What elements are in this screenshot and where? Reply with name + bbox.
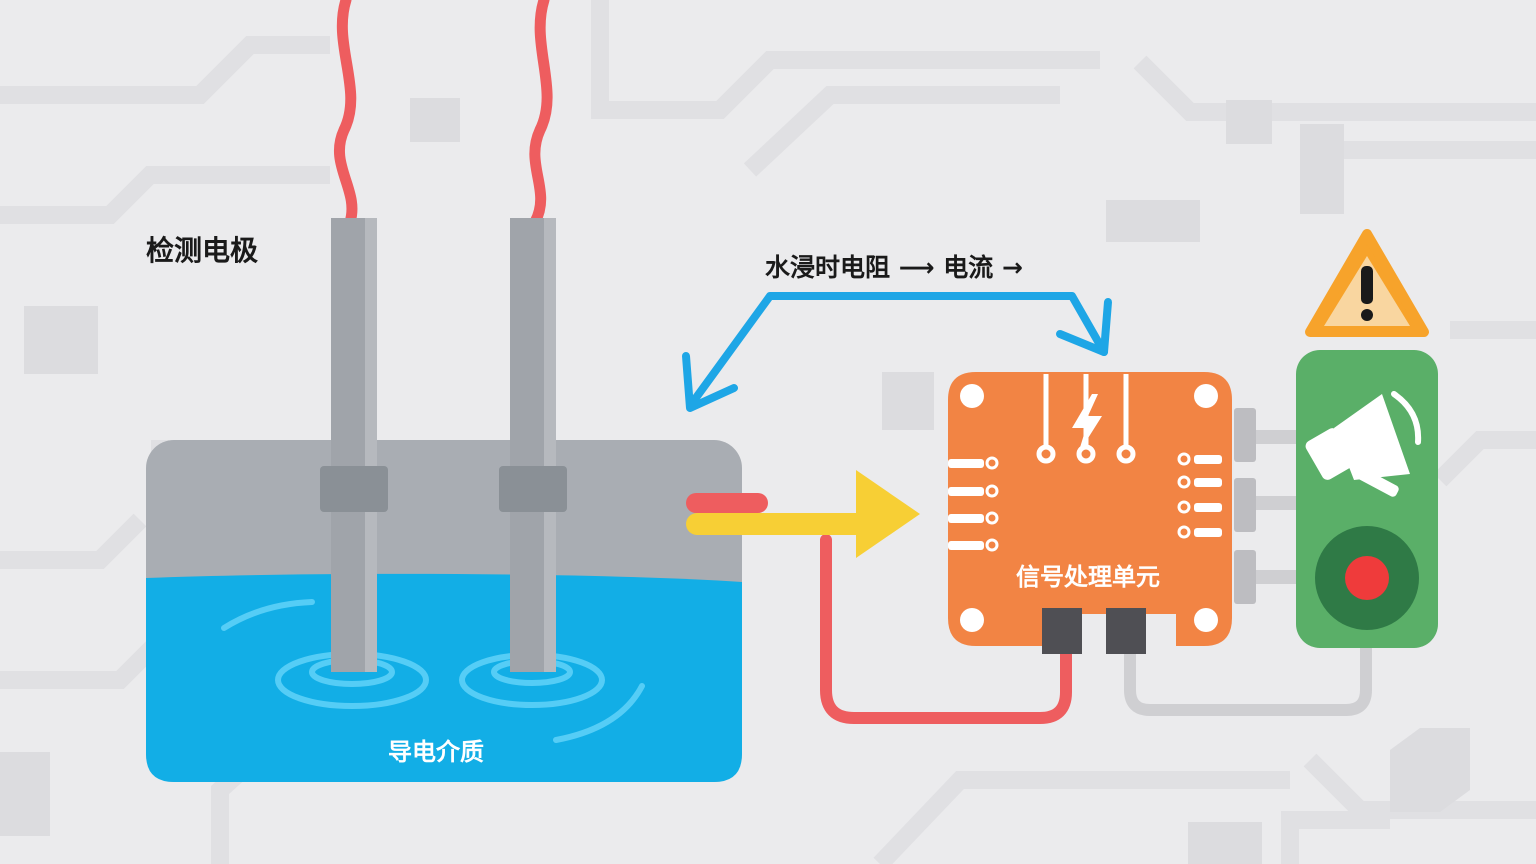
electrode-label: 检测电极 xyxy=(146,229,258,269)
conductive-medium-label: 导电介质 xyxy=(388,732,484,767)
resistance-current-label: 水浸时电阻 ⟶ 电流 → xyxy=(765,248,1023,284)
warning-triangle-icon xyxy=(1310,234,1424,332)
tank xyxy=(146,440,742,782)
alarm-panel xyxy=(1296,350,1438,648)
red-indicator-light-icon xyxy=(1345,556,1389,600)
unit-to-alarm-connectors xyxy=(1234,408,1302,604)
alarm-ground-wire xyxy=(1130,648,1366,710)
signal-processing-unit xyxy=(948,372,1232,654)
processing-unit-label: 信号处理单元 xyxy=(1016,557,1160,592)
connector-right xyxy=(1106,608,1146,654)
connector-left xyxy=(1042,608,1082,654)
